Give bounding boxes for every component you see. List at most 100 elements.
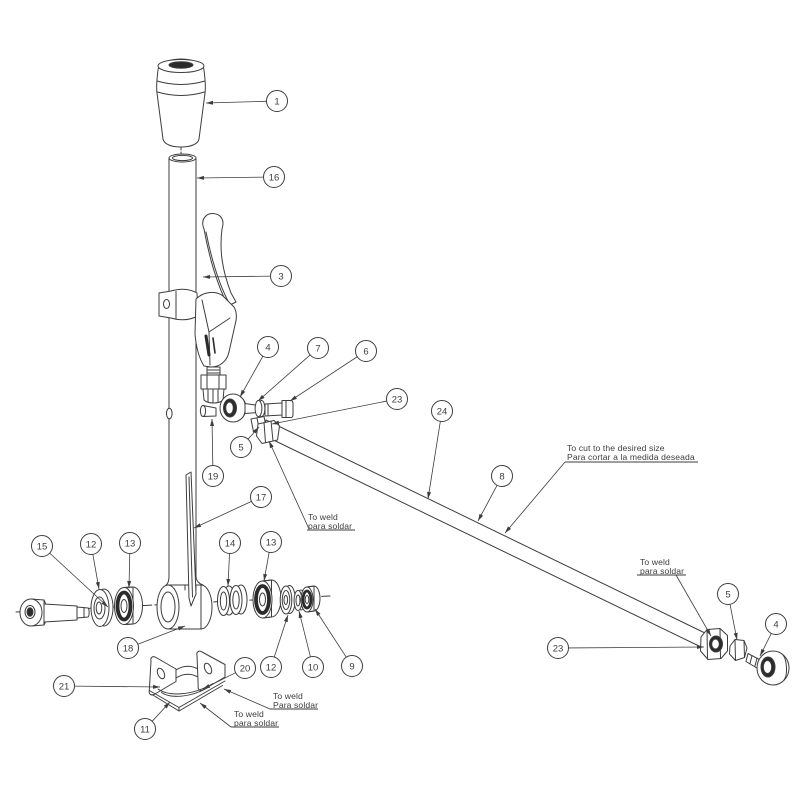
callout-balloon-4: 4 xyxy=(759,613,787,657)
balloon-number: 4 xyxy=(773,619,778,630)
callout-balloon-12: 12 xyxy=(260,614,289,678)
balloon-number: 18 xyxy=(123,643,134,654)
leader-line xyxy=(211,418,214,466)
leader-line xyxy=(298,610,311,657)
part-bolt-6 xyxy=(264,400,294,418)
balloon-number: 12 xyxy=(266,662,277,673)
callout-balloon-5: 5 xyxy=(717,583,739,641)
annotation-text: para soldar xyxy=(308,521,352,531)
callout-balloon-13: 13 xyxy=(260,531,282,582)
part-washer-12-left xyxy=(90,588,114,627)
leader-arrowhead xyxy=(272,420,280,425)
balloon-circle xyxy=(386,388,408,410)
balloon-circle xyxy=(53,675,75,697)
balloon-number: 1 xyxy=(274,96,279,107)
leader-line xyxy=(49,552,109,608)
leader-arrowhead xyxy=(206,100,214,105)
balloon-number: 23 xyxy=(553,643,564,654)
callout-balloon-15: 15 xyxy=(31,535,109,608)
balloon-circle xyxy=(80,533,102,555)
balloon-circle xyxy=(355,340,377,362)
part-washer-7 xyxy=(254,400,266,417)
leader-arrowhead xyxy=(210,419,215,427)
leader-arrowhead xyxy=(269,441,274,449)
leader-line xyxy=(289,356,358,402)
balloon-circle xyxy=(765,613,787,635)
balloon-number: 6 xyxy=(363,346,368,357)
leader-line xyxy=(193,501,252,529)
leader-arrowhead xyxy=(258,394,265,401)
balloon-circle xyxy=(307,337,329,359)
annotation-text: To weld xyxy=(273,691,303,701)
part-washer-12-right xyxy=(279,585,296,615)
leader-line xyxy=(568,646,705,649)
callout-balloon-6: 6 xyxy=(289,340,377,402)
leader-arrowhead xyxy=(315,609,321,616)
callout-balloon-1: 1 xyxy=(205,90,288,112)
callout-balloon-4: 4 xyxy=(239,336,279,398)
leader-line xyxy=(137,625,186,645)
balloon-circle xyxy=(31,535,53,557)
leader-line xyxy=(239,355,264,398)
balloon-number: 21 xyxy=(59,681,70,692)
balloon-number: 12 xyxy=(86,539,97,550)
part-rod-end-upper xyxy=(219,393,259,423)
leader-arrowhead xyxy=(252,427,259,434)
part-main-tube xyxy=(165,153,204,586)
balloon-number: 14 xyxy=(225,538,236,549)
callout-balloon-17: 17 xyxy=(193,486,272,529)
balloon-number: 16 xyxy=(269,172,280,183)
leader-arrowhead xyxy=(478,513,484,521)
balloon-number: 9 xyxy=(349,661,354,672)
leader-arrowhead xyxy=(298,611,303,619)
callout-balloon-23: 23 xyxy=(547,637,705,659)
balloon-number: 20 xyxy=(240,663,251,674)
leader-arrowhead xyxy=(263,573,268,581)
leader-arrowhead xyxy=(427,491,432,499)
part-pin xyxy=(199,405,217,417)
leader-arrowhead xyxy=(696,645,704,650)
balloon-number: 10 xyxy=(308,662,319,673)
balloon-circle xyxy=(491,465,513,487)
part-spacers-14 xyxy=(217,584,248,616)
callout-balloon-23: 23 xyxy=(271,388,408,425)
leader-arrowhead xyxy=(177,626,185,631)
balloon-circle xyxy=(260,656,282,678)
annotation-text: To cut to the desired size xyxy=(567,443,665,453)
callout-balloon-10: 10 xyxy=(298,610,324,678)
callout-balloon-16: 16 xyxy=(196,166,285,188)
balloon-number: 24 xyxy=(437,406,448,417)
balloon-number: 15 xyxy=(37,541,48,552)
balloon-number: 11 xyxy=(140,724,150,735)
balloon-circle xyxy=(202,465,224,487)
part-rod-start-nuts xyxy=(250,416,280,444)
callout-balloon-5: 5 xyxy=(230,426,260,458)
part-bearing-13-right xyxy=(252,579,282,619)
leader-arrowhead xyxy=(283,615,288,623)
balloon-circle xyxy=(119,532,141,554)
callout-balloon-11: 11 xyxy=(134,701,171,740)
callout-balloon-3: 3 xyxy=(202,265,292,287)
balloon-circle xyxy=(431,400,453,422)
balloon-number: 3 xyxy=(278,271,283,282)
leader-arrowhead xyxy=(705,628,711,636)
balloon-circle xyxy=(547,637,569,659)
leader-arrowhead xyxy=(203,274,211,279)
balloon-number: 19 xyxy=(208,471,219,482)
leader-arrowhead xyxy=(760,648,765,656)
part-pivot-hub xyxy=(156,584,213,630)
annotation-text: para soldar xyxy=(640,566,684,576)
leader-arrowhead xyxy=(200,703,207,709)
callout-balloon-8: 8 xyxy=(477,465,513,522)
balloon-circle xyxy=(250,486,272,508)
balloon-circle xyxy=(717,583,739,605)
balloon-circle xyxy=(302,656,324,678)
balloon-number: 5 xyxy=(725,589,730,600)
balloon-number: 7 xyxy=(315,343,320,354)
